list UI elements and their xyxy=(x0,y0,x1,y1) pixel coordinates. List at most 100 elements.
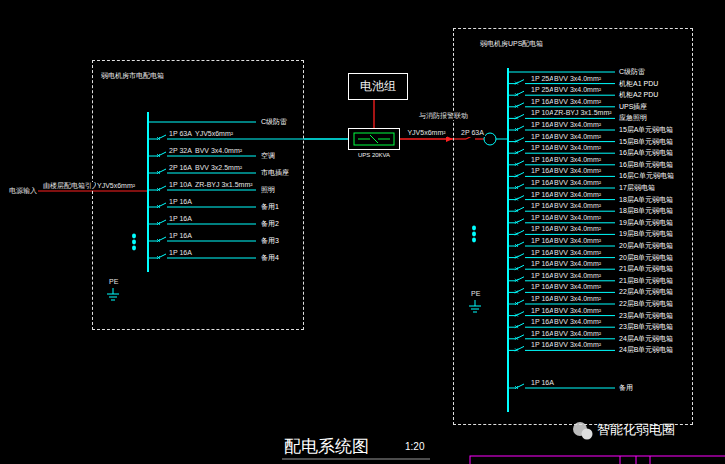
wire-line xyxy=(167,190,256,191)
wire-line xyxy=(508,327,516,328)
annotation-label: BVV 3x4.0mm² xyxy=(553,225,602,233)
battery-box: 电池组 xyxy=(348,73,408,100)
annotation-label: 19层B单元弱电箱 xyxy=(618,230,674,238)
wire-line xyxy=(525,106,615,107)
annotation-label: 1P 16A xyxy=(530,121,555,129)
annotation-label: 20层A单元弱电箱 xyxy=(618,242,674,250)
breaker-symbol xyxy=(516,161,524,165)
wire-line xyxy=(525,388,615,389)
wire-line xyxy=(148,156,158,157)
annotation-label: BVV 3x4.0mm² xyxy=(553,272,602,280)
wire-line xyxy=(508,280,516,281)
breaker-symbol xyxy=(157,137,160,140)
wire-line xyxy=(508,269,516,270)
breaker-symbol xyxy=(516,80,524,84)
breaker-symbol xyxy=(516,312,524,316)
breaker-symbol xyxy=(515,302,518,305)
breaker-symbol xyxy=(515,174,518,177)
annotation-label: BVV 3x4.0mm² xyxy=(194,147,243,155)
breaker-symbol xyxy=(515,151,518,154)
annotation-label: 1P 16A xyxy=(530,330,555,338)
breaker-symbol xyxy=(158,169,166,173)
breaker-symbol xyxy=(515,279,518,282)
breaker-symbol xyxy=(157,154,160,157)
annotation-label: BVV 3x4.0mm² xyxy=(553,179,602,187)
wire-line xyxy=(525,176,615,177)
wire-line xyxy=(167,173,256,174)
breaker-symbol xyxy=(157,137,160,140)
wire-line xyxy=(508,176,516,177)
wire-line xyxy=(167,207,256,208)
annotation-label: 电源输入 xyxy=(8,187,38,195)
annotation-label: 由楼层配电箱引入 xyxy=(42,182,100,190)
wire-line xyxy=(525,83,615,84)
breaker-symbol xyxy=(516,335,524,339)
wire-line xyxy=(525,141,615,142)
breaker-symbol xyxy=(516,254,524,258)
annotation-label: C级防雷 xyxy=(618,68,646,76)
breaker-symbol xyxy=(516,323,524,327)
wire-line xyxy=(525,246,615,247)
breaker-symbol xyxy=(158,220,166,224)
wire-line xyxy=(525,292,615,293)
annotation-label: BVV 3x4.0mm² xyxy=(553,249,602,257)
breaker-symbol xyxy=(515,198,518,201)
breaker-symbol xyxy=(516,384,524,388)
breaker-symbol xyxy=(515,186,518,189)
ellipsis-symbol xyxy=(472,238,476,243)
annotation-label: 1P 16A xyxy=(168,249,193,257)
annotation-label: 1P 16A xyxy=(530,133,555,141)
annotation-label: 1P 16A xyxy=(530,341,555,349)
breaker-symbol xyxy=(157,188,160,191)
wire-line xyxy=(508,338,516,339)
wire-line xyxy=(453,138,466,139)
annotation-label: 1P 16A xyxy=(530,307,555,315)
meter-symbol xyxy=(484,133,496,145)
wire-line xyxy=(508,153,516,154)
breaker-symbol xyxy=(157,171,160,174)
busbar xyxy=(147,112,149,272)
wire-line xyxy=(525,304,615,305)
breaker-symbol xyxy=(516,149,524,153)
breaker-symbol xyxy=(515,93,518,96)
cable-label: YJV5x6mm² xyxy=(406,129,446,137)
wire-line xyxy=(525,188,615,189)
annotation-label: 1P 16A xyxy=(530,295,555,303)
wire-line xyxy=(508,257,516,258)
ground-symbol xyxy=(469,306,481,307)
annotation-label: 1P 10A xyxy=(168,181,193,189)
breaker-symbol xyxy=(515,163,518,166)
annotation-label: 20层B单元弱电箱 xyxy=(618,254,674,262)
wire-line xyxy=(148,173,158,174)
breaker-symbol xyxy=(515,279,518,282)
wire-line xyxy=(508,164,516,165)
wire-line xyxy=(508,315,516,316)
annotation-label: 21层B单元弱电箱 xyxy=(618,277,674,285)
wire-line xyxy=(525,95,615,96)
wire-line xyxy=(496,139,508,140)
wire-line xyxy=(148,207,158,208)
annotation-label: 22层A单元弱电箱 xyxy=(618,288,674,296)
breaker-symbol xyxy=(515,232,518,235)
annotation-label: BVV 3x4.0mm² xyxy=(553,191,602,199)
ground-symbol xyxy=(109,297,117,298)
wire-line xyxy=(525,327,615,328)
annotation-label: 照明 xyxy=(260,186,276,194)
annotation-label: BVV 3x4.0mm² xyxy=(553,98,602,106)
ellipsis-symbol xyxy=(472,232,476,237)
annotation-label: 16层B单元弱电箱 xyxy=(618,161,674,169)
title-block xyxy=(650,456,651,464)
annotation-label: 1P 16A xyxy=(530,283,555,291)
annotation-label: 1P 10A xyxy=(530,109,555,117)
title-block xyxy=(620,456,621,464)
annotation-label: 1P 16A xyxy=(530,167,555,175)
annotation-label: 1P 16A xyxy=(530,249,555,257)
breaker-symbol xyxy=(157,222,160,225)
annotation-label: 1P 16A xyxy=(530,318,555,326)
breaker-symbol xyxy=(515,82,518,85)
wire-line xyxy=(148,241,158,242)
ellipsis-symbol xyxy=(472,226,476,231)
breaker-symbol xyxy=(515,325,518,328)
wire-line xyxy=(525,130,615,131)
